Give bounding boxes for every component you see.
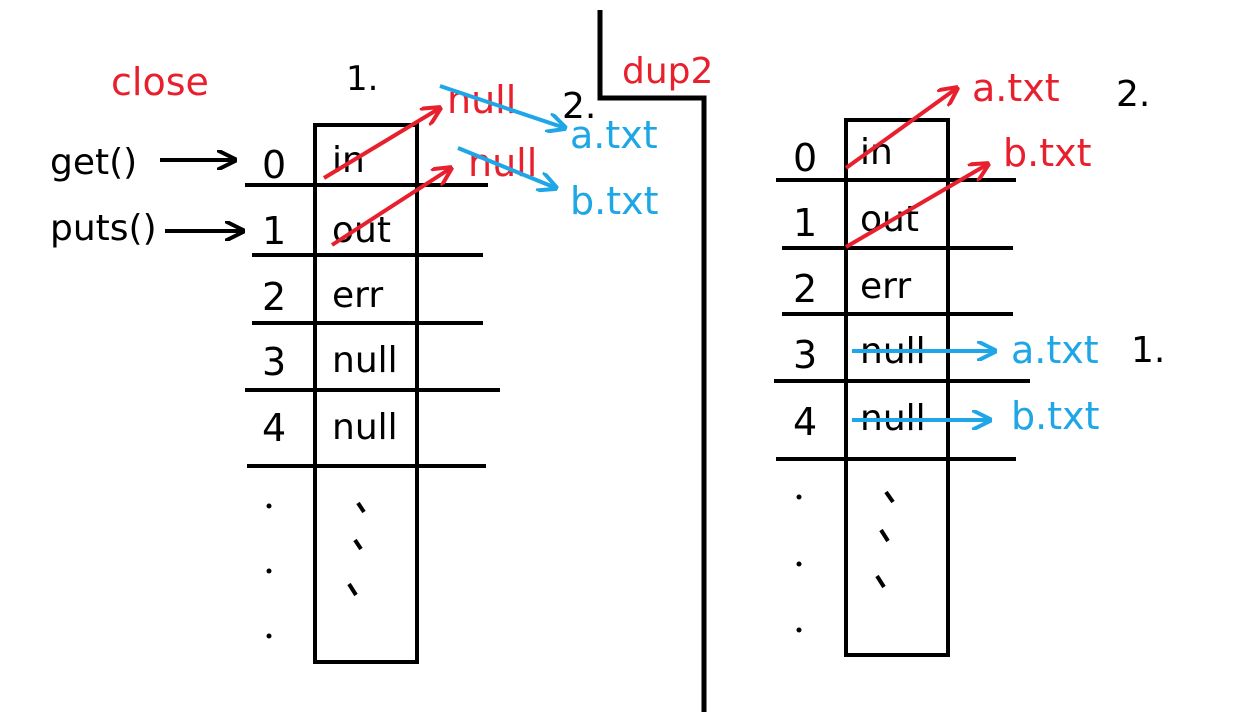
ellipsis-dot bbox=[796, 561, 802, 567]
blue-target-a: a.txt bbox=[1011, 328, 1099, 372]
dup2-section: dup2 2. 1. 0 in 1 out 2 err 3 null 4 nul… bbox=[622, 51, 1165, 657]
fd-index: 3 bbox=[262, 340, 286, 384]
fd-table-box bbox=[313, 123, 419, 664]
close-step-2: 2. bbox=[562, 86, 596, 127]
fd-index: 2 bbox=[262, 275, 286, 319]
close-section: close 1. get() puts() 0 in 1 out 2 err 3… bbox=[50, 59, 659, 664]
ellipsis-tick bbox=[879, 528, 890, 543]
ellipsis-dot bbox=[796, 494, 802, 500]
fd-label: err bbox=[332, 275, 383, 316]
ellipsis-tick bbox=[347, 582, 358, 597]
fd-label: out bbox=[332, 210, 391, 251]
dup2-title: dup2 bbox=[622, 51, 713, 92]
fd-label: null bbox=[332, 340, 398, 381]
red-arrow-fd1-to-b bbox=[844, 164, 988, 249]
fd-index: 4 bbox=[262, 406, 286, 450]
fd-index: 0 bbox=[262, 143, 286, 187]
ellipsis-dot bbox=[796, 627, 802, 633]
fd-index: 1 bbox=[262, 209, 286, 253]
ellipsis-tick bbox=[875, 574, 886, 589]
red-target-b: b.txt bbox=[1003, 131, 1092, 175]
red-target-null: null bbox=[468, 141, 537, 185]
red-target-a: a.txt bbox=[972, 66, 1060, 110]
ellipsis-tick bbox=[356, 501, 366, 514]
fd-label: err bbox=[860, 266, 911, 307]
ellipsis-dot bbox=[266, 503, 272, 509]
ellipsis-dot bbox=[266, 633, 272, 639]
red-arrow-fd1-to-null bbox=[330, 168, 451, 247]
ellipsis-dot bbox=[266, 568, 272, 574]
caller-get: get() bbox=[50, 142, 137, 183]
fd-label: in bbox=[332, 140, 365, 181]
section-divider bbox=[597, 10, 707, 712]
red-arrow-fd0-to-null bbox=[322, 108, 440, 180]
fd-index: 3 bbox=[793, 333, 817, 377]
dup2-step-2: 2. bbox=[1116, 74, 1150, 115]
caller-puts: puts() bbox=[50, 208, 157, 249]
close-step-1: 1. bbox=[346, 59, 378, 99]
blue-target-b: b.txt bbox=[1011, 394, 1100, 438]
fd-index: 2 bbox=[793, 267, 817, 311]
fd-index: 1 bbox=[793, 201, 817, 245]
blue-target-b: b.txt bbox=[570, 179, 659, 223]
ellipsis-tick bbox=[353, 538, 363, 551]
fd-table-box bbox=[844, 118, 950, 657]
red-arrow-fd0-to-a bbox=[844, 88, 957, 170]
ellipsis-tick bbox=[884, 490, 895, 504]
blue-target-a: a.txt bbox=[570, 113, 658, 157]
blue-arrow-null-to-a bbox=[439, 84, 565, 128]
fd-index: 0 bbox=[793, 136, 817, 180]
blue-arrow-null-to-b bbox=[457, 146, 556, 188]
dup2-step-1: 1. bbox=[1131, 330, 1165, 371]
fd-index: 4 bbox=[793, 400, 817, 444]
close-title: close bbox=[111, 60, 209, 104]
fd-label: null bbox=[332, 407, 398, 448]
